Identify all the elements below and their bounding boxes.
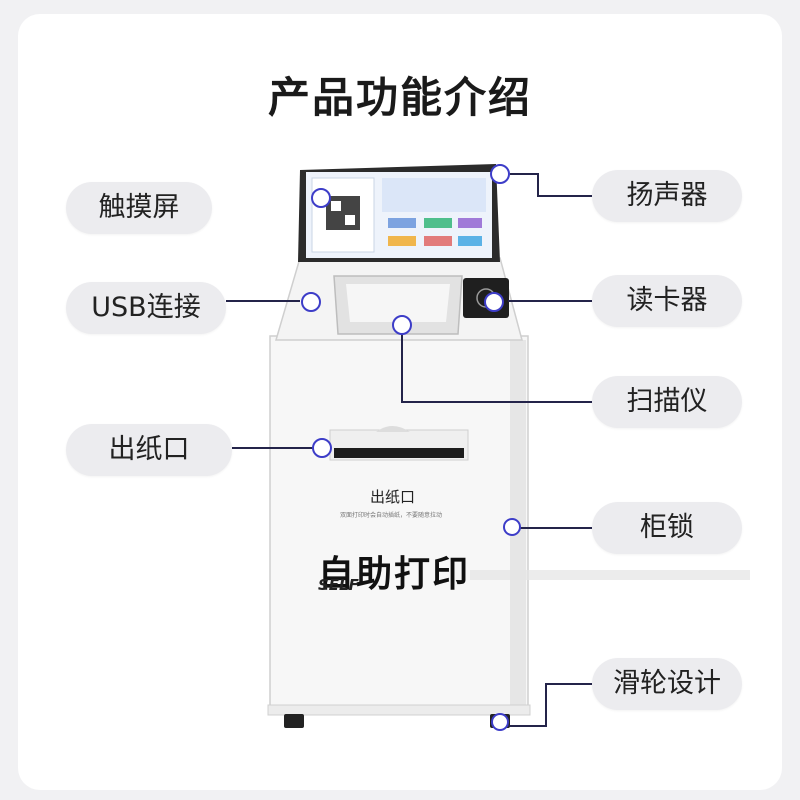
- marker-card-reader: [484, 292, 504, 312]
- label-scanner: 扫描仪: [592, 376, 742, 428]
- label-touch-screen: 触摸屏: [66, 182, 212, 234]
- kiosk-slot-label: 出纸口: [370, 488, 416, 506]
- label-speaker: 扬声器: [592, 170, 742, 222]
- marker-paper-out: [312, 438, 332, 458]
- leader-scanner: [401, 330, 592, 403]
- screen-tile: [424, 236, 452, 246]
- screen-banner: [382, 178, 486, 212]
- marker-usb: [301, 292, 321, 312]
- label-card-reader: 读卡器: [592, 275, 742, 327]
- leader-speaker: [510, 173, 592, 197]
- label-wheels: 滑轮设计: [592, 658, 742, 710]
- leader-wheels: [500, 683, 592, 727]
- screen-tile: [388, 236, 416, 246]
- screen-tile: [458, 236, 482, 246]
- kiosk-brand: 自助打印: [318, 554, 471, 595]
- kiosk-slot-note: 双面打印时会自动插纸，不要随意拉动: [340, 512, 443, 519]
- marker-touch-screen: [311, 188, 331, 208]
- screen-tile: [388, 218, 416, 228]
- kiosk-brand-sub: SELF: [318, 576, 359, 594]
- marker-lock: [503, 518, 521, 536]
- kiosk-cabinet: [269, 335, 529, 712]
- page-title: 产品功能介绍: [267, 73, 532, 122]
- paper-slot: [334, 448, 464, 458]
- screen-tile: [458, 218, 482, 228]
- kiosk-base: [267, 704, 531, 716]
- label-paper-out: 出纸口: [66, 424, 232, 476]
- label-lock: 柜锁: [592, 502, 742, 554]
- marker-wheels: [491, 713, 509, 731]
- marker-scanner: [392, 315, 412, 335]
- marker-speaker: [490, 164, 510, 184]
- label-usb: USB连接: [66, 282, 226, 334]
- screen-tile: [424, 218, 452, 228]
- wheel-left: [284, 714, 304, 728]
